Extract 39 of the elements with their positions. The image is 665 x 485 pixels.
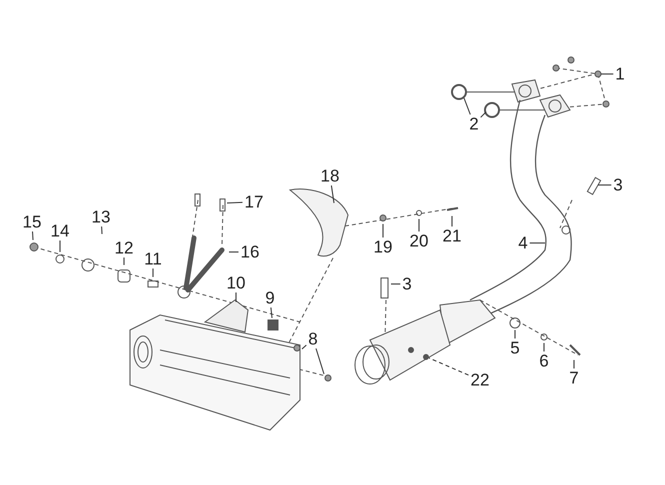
callout-number: 8: [308, 330, 318, 348]
callout-number: 6: [539, 352, 549, 370]
callout-number: 12: [114, 240, 134, 256]
leader-line: [32, 231, 34, 240]
callout-number: 9: [265, 290, 275, 306]
leader-line: [598, 184, 612, 186]
callout-number: 16: [240, 244, 260, 260]
callout-number: 11: [144, 250, 162, 268]
callout-number: 22: [470, 372, 490, 388]
callout-number: 3: [613, 176, 623, 194]
leader-line: [529, 242, 546, 244]
callout-number: 2: [469, 116, 479, 132]
callout-number: 1: [615, 66, 625, 82]
leader-line: [302, 344, 307, 350]
callout-number: 19: [374, 238, 392, 256]
callout-number: 7: [569, 370, 579, 386]
leader-line: [330, 185, 334, 204]
callout-number: 5: [510, 340, 520, 356]
leader-line: [316, 348, 324, 374]
callout-number: 13: [92, 208, 110, 226]
leader-line: [428, 358, 469, 376]
callout-number: 21: [442, 228, 462, 244]
callout-number: 14: [50, 222, 70, 240]
leader-line: [514, 330, 516, 339]
leader-line: [152, 268, 154, 278]
callout-number: 18: [320, 168, 340, 184]
leader-line: [464, 98, 471, 115]
leader-line: [382, 224, 384, 238]
leader-line: [418, 218, 420, 232]
callout-number: 15: [22, 214, 42, 230]
callout-number: 3: [402, 276, 412, 292]
callout-number: 10: [226, 274, 246, 292]
callout-number: 17: [244, 194, 264, 210]
leader-line: [270, 307, 272, 318]
callout-number: 4: [518, 234, 528, 252]
leader-line: [101, 226, 102, 234]
leader-line: [480, 112, 486, 118]
leader-line: [226, 202, 243, 204]
callout-number: 20: [410, 232, 428, 250]
